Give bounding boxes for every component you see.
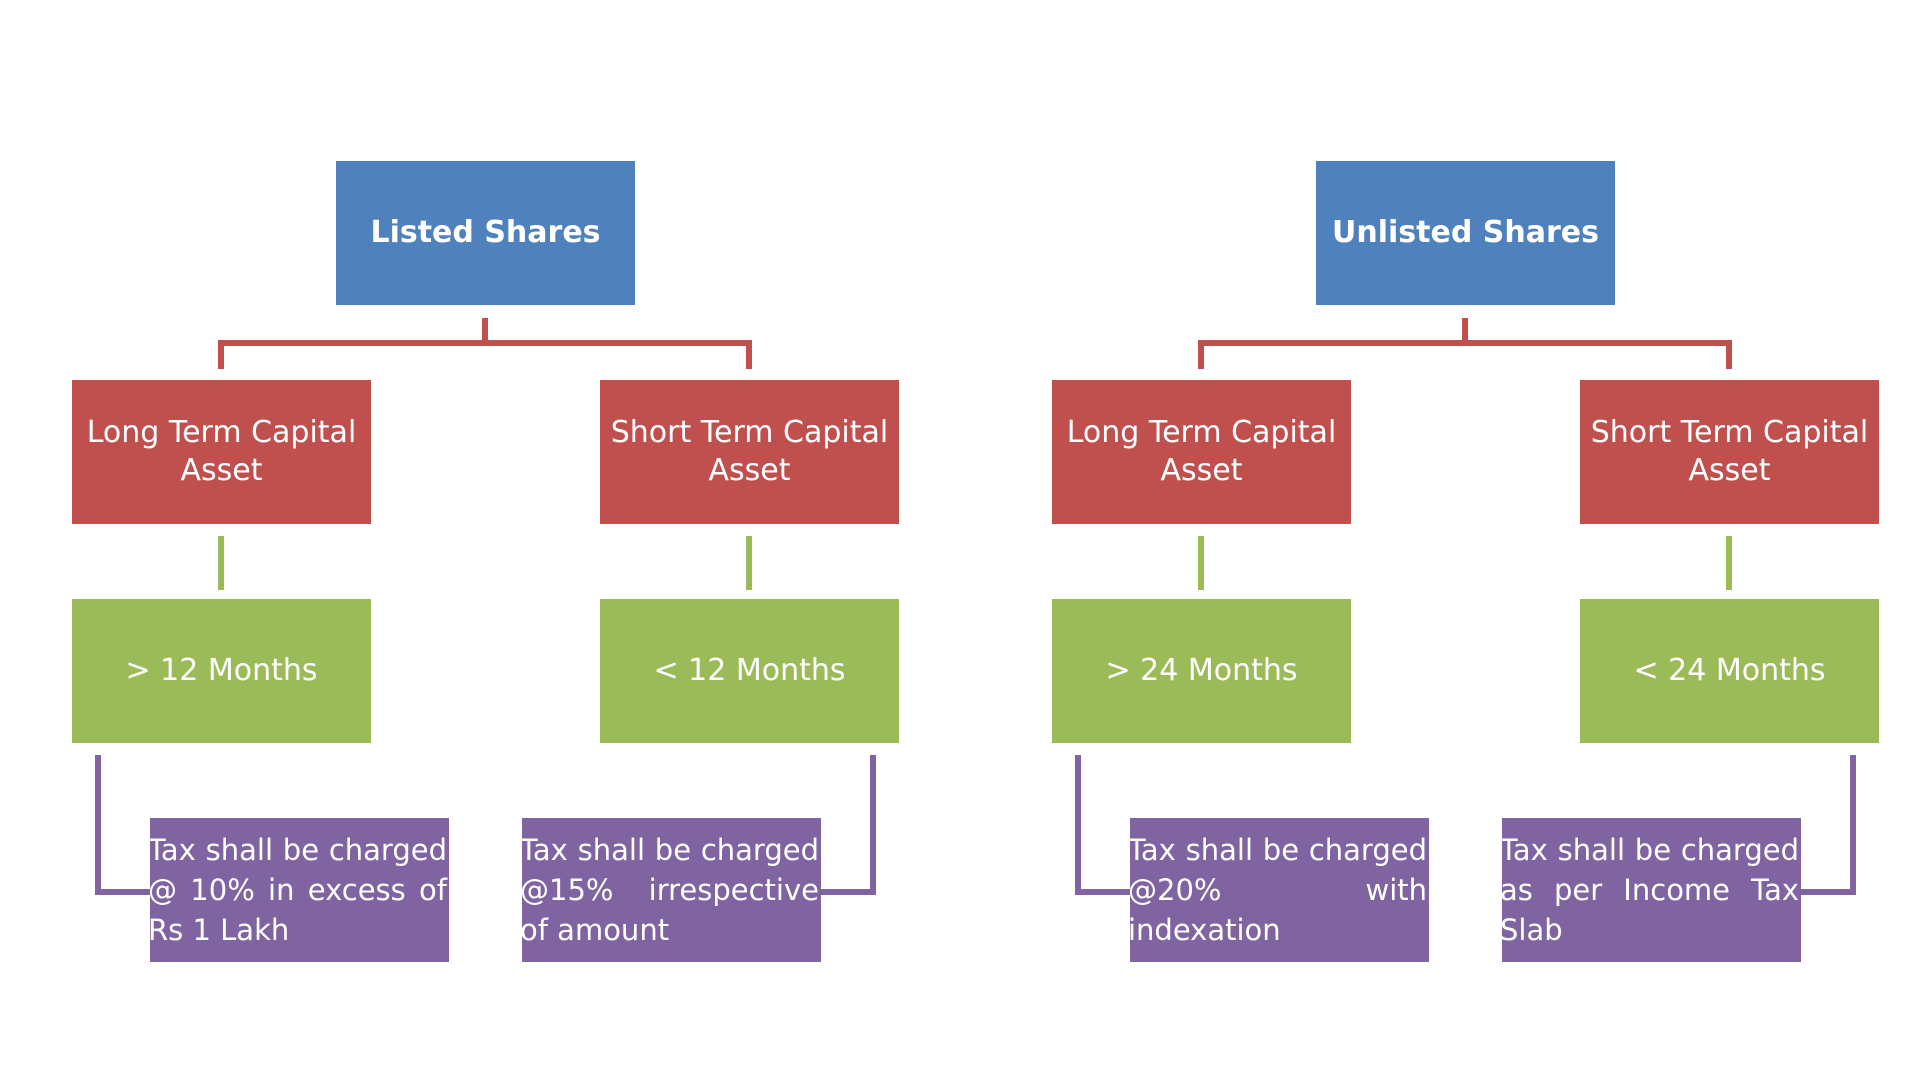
tax-node-listed-long-term: Tax shall be charged @ 10% in excess of …	[148, 818, 449, 962]
period-node-listed-short-term: < 12 Months	[600, 599, 899, 743]
tax-node-listed-short-term: Tax shall be charged @15% irrespective o…	[520, 818, 821, 962]
connector-listed-stca-tax	[821, 755, 876, 895]
category-node-label: Short Term Capital Asset	[610, 414, 889, 488]
tax-node-unlisted-long-term: Tax shall be charged @20% with indexatio…	[1128, 818, 1429, 962]
connector-listed-ltca-tax	[95, 755, 150, 895]
category-node-unlisted-long-term: Long Term Capital Asset	[1052, 380, 1351, 524]
period-node-label: > 12 Months	[125, 652, 318, 688]
connector-unlisted-ltca-tax	[1075, 755, 1130, 895]
category-node-unlisted-short-term: Short Term Capital Asset	[1580, 380, 1879, 524]
root-node-unlisted-shares: Unlisted Shares	[1316, 161, 1615, 305]
period-node-label: > 24 Months	[1105, 652, 1298, 688]
period-node-listed-long-term: > 12 Months	[72, 599, 371, 743]
root-node-label: Listed Shares	[370, 214, 601, 250]
period-node-label: < 24 Months	[1633, 652, 1826, 688]
tax-node-unlisted-short-term: Tax shall be charged as per Income Tax S…	[1500, 818, 1801, 962]
connector-unlisted-stca-tax	[1801, 755, 1856, 895]
root-node-listed-shares: Listed Shares	[336, 161, 635, 305]
tax-node-label: Tax shall be charged @20% with indexatio…	[1128, 832, 1427, 947]
category-node-listed-short-term: Short Term Capital Asset	[600, 380, 899, 524]
category-node-label: Long Term Capital Asset	[1066, 414, 1337, 488]
tax-node-label: Tax shall be charged @15% irrespective o…	[520, 832, 819, 947]
tax-node-label: Tax shall be charged as per Income Tax S…	[1500, 832, 1799, 947]
period-node-unlisted-long-term: > 24 Months	[1052, 599, 1351, 743]
period-node-label: < 12 Months	[653, 652, 846, 688]
category-node-label: Long Term Capital Asset	[86, 414, 357, 488]
category-node-listed-long-term: Long Term Capital Asset	[72, 380, 371, 524]
category-node-label: Short Term Capital Asset	[1590, 414, 1869, 488]
connector-unlisted-root	[1198, 340, 1732, 369]
tax-node-label: Tax shall be charged @ 10% in excess of …	[148, 832, 447, 947]
period-node-unlisted-short-term: < 24 Months	[1580, 599, 1879, 743]
root-node-label: Unlisted Shares	[1332, 214, 1599, 250]
connector-listed-root	[218, 340, 752, 369]
